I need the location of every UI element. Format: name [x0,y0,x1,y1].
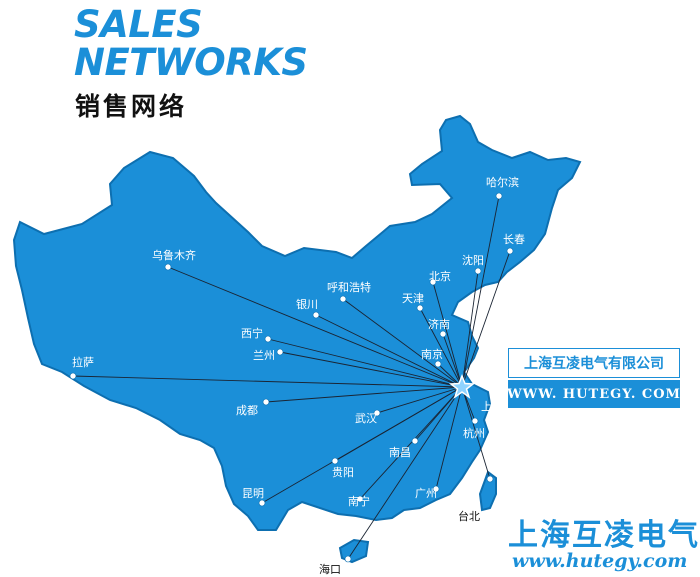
dot-guangzhou [432,485,440,493]
city-dots [69,192,514,563]
label-chengdu: 成都 [236,404,258,417]
dot-yinchuan [312,311,320,319]
label-hohhot: 呼和浩特 [327,280,371,294]
dot-nanjing [434,360,442,368]
dot-shenyang [474,267,482,275]
dot-nanning [356,495,364,503]
city-labels: 哈尔滨 长春 沈阳 北京 天津 济南 南京 呼和浩特 银川 西宁 兰州 乌鲁木齐… [72,175,525,576]
dot-hohhot [339,295,347,303]
label-xining: 西宁 [241,326,263,340]
route-wuhan [376,386,463,414]
label-jinan: 济南 [428,317,450,331]
dot-urumqi [164,263,172,271]
dot-nanchang [411,437,419,445]
route-lanzhou [279,351,463,388]
route-taipei [461,386,491,480]
title-networks: NETWORKS [74,41,308,84]
route-haikou [347,386,463,560]
route-beijing [432,281,463,388]
label-yinchuan: 银川 [296,297,318,311]
dot-haikou [344,555,352,563]
label-nanning: 南宁 [348,494,370,508]
route-nanning [359,386,463,500]
mainland-shape [12,114,582,531]
brand-name-chinese: 上海互凌电气 [508,518,700,553]
dot-xining [264,335,272,343]
route-tianjin [419,307,463,388]
route-chengdu [265,386,463,403]
dot-chengdu [262,398,270,406]
dot-guiyang [331,457,339,465]
route-xining [267,338,463,388]
label-nanchang: 南昌 [389,446,411,459]
route-jinan [442,333,463,388]
route-yinchuan [315,314,463,388]
label-kunming: 昆明 [242,487,264,500]
label-changchun: 长春 [503,233,525,246]
route-urumqi [167,266,463,388]
label-shanghai: 上海 [481,399,503,413]
dot-wuhan [373,409,381,417]
dot-taipei [486,475,494,483]
route-changchun [461,250,511,388]
label-nanjing: 南京 [421,347,443,361]
label-harbin: 哈尔滨 [486,175,519,189]
label-haikou: 海口 [319,562,341,576]
route-guangzhou [435,386,463,490]
route-shenyang [461,270,479,388]
route-hohhot [342,298,463,388]
title-chinese: 销售网络 [75,92,188,121]
website-box: WWW. HUTEGY. COM [507,380,680,408]
route-lines [72,195,511,560]
dot-tianjin [416,304,424,312]
label-shenyang: 沈阳 [462,253,484,267]
label-taipei: 台北 [458,509,480,523]
dot-hangzhou [471,417,479,425]
route-harbin [461,195,500,388]
dot-lanzhou [276,348,284,356]
dot-jinan [439,330,447,338]
route-kunming [261,386,463,504]
label-lanzhou: 兰州 [253,349,275,362]
label-beijing: 北京 [429,269,451,283]
hub-star-icon [448,373,476,399]
hainan-shape [338,538,370,564]
dot-beijing [429,278,437,286]
label-guiyang: 贵阳 [332,466,354,479]
title-sales: SALES [74,3,203,46]
label-hangzhou: 杭州 [463,426,485,440]
company-name-box: 上海互凌电气有限公司 [508,348,680,378]
label-tianjin: 天津 [402,292,424,305]
brand-url: www.hutegy.com [512,550,688,572]
route-lhasa [72,375,463,388]
dot-changchun [506,247,514,255]
label-guangzhou: 广州 [415,487,437,500]
dot-harbin [495,192,503,200]
label-lhasa: 拉萨 [72,355,94,369]
label-wuhan: 武汉 [355,412,377,425]
dot-kunming [258,499,266,507]
dot-lhasa [69,372,77,380]
label-urumqi: 乌鲁木齐 [152,248,196,262]
